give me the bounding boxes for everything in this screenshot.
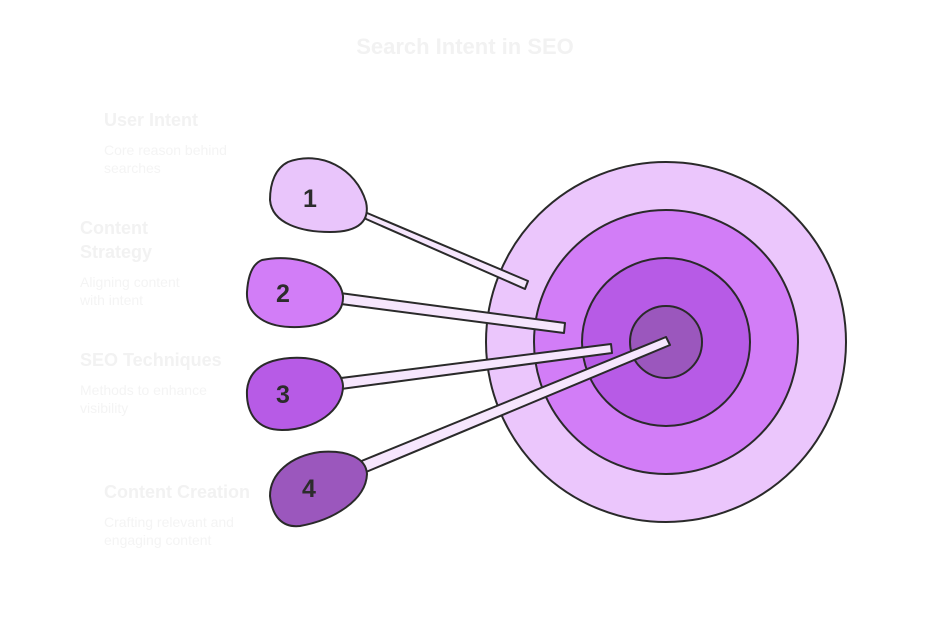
dart-3: 3 [245,343,613,432]
label-heading: SEO Techniques [80,350,222,370]
dart-number: 1 [303,185,317,213]
page-title: Search Intent in SEO [356,34,574,59]
label-seo-techniques: SEO Techniques Methods to enhance visibi… [80,348,230,417]
dart-head [268,450,369,528]
label-heading: User Intent [104,110,199,130]
label-content-creation: Content Creation Crafting relevant and e… [104,480,254,549]
dart-head [245,356,345,432]
dart-4: 4 [268,336,671,528]
label-heading: Content Strategy [80,218,153,262]
label-description: Core reason behind searches [104,142,227,176]
dart-1: 1 [268,157,529,290]
dart-2: 2 [245,257,566,334]
dart-number: 2 [276,280,290,308]
dart-head [268,157,368,234]
label-description: Crafting relevant and engaging content [104,514,234,548]
label-description: Methods to enhance visibility [80,382,207,416]
label-heading: Content Creation [104,482,250,502]
dart-number: 3 [276,381,290,409]
label-content-strategy: Content Strategy Aligning content with i… [80,216,200,309]
dart-shaft [359,209,529,290]
label-description: Aligning content with intent [80,274,180,308]
dart-number: 4 [302,475,316,503]
label-user-intent: User Intent Core reason behind searches [104,108,254,177]
dart-head [245,257,345,329]
